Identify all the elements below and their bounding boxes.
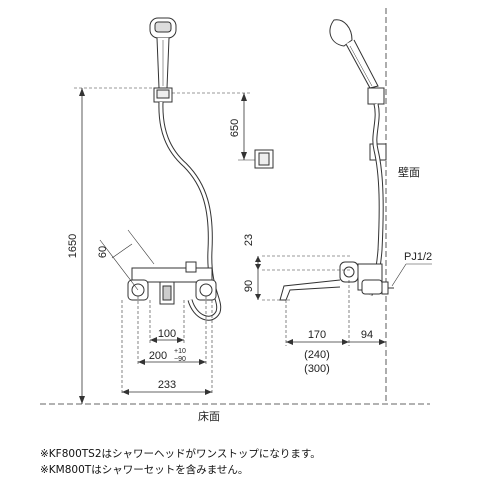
- note-km800t: ※KM800Tはシャワーセットを含みません。: [40, 464, 249, 476]
- wall-label: 壁面: [398, 165, 420, 179]
- tolerance-plus-label: +10: [174, 348, 186, 355]
- faucet-body-icon: [127, 261, 217, 305]
- shower-hook-icon: [153, 87, 173, 103]
- d170-label: 170: [308, 329, 326, 341]
- floor-label: 床面: [198, 409, 220, 423]
- angle-label: 60: [97, 246, 109, 258]
- tolerance-minus-label: −90: [174, 356, 186, 363]
- wall-hook-icon: [254, 149, 274, 169]
- alt300-label: (300): [304, 363, 330, 375]
- d23-label: 23: [243, 234, 255, 246]
- w100-label: 100: [158, 328, 176, 340]
- note-kf800ts2: ※KF800TS2はシャワーヘッドがワンストップになります。: [40, 448, 321, 460]
- thread-label: PJ1/2: [404, 251, 432, 263]
- front-view: [40, 17, 430, 405]
- w200-label: 200: [149, 350, 167, 362]
- height-total-label: 1650: [67, 234, 79, 258]
- shower-head-icon: [149, 17, 177, 89]
- shower-head-side-icon: [329, 19, 379, 89]
- faucet-side-icon: [279, 261, 394, 301]
- hook-height-label: 650: [229, 119, 241, 137]
- d94-label: 94: [361, 329, 373, 341]
- side-view: [255, 8, 432, 404]
- d90-label: 90: [243, 280, 255, 292]
- alt240-label: (240): [304, 349, 330, 361]
- w233-label: 233: [158, 379, 176, 391]
